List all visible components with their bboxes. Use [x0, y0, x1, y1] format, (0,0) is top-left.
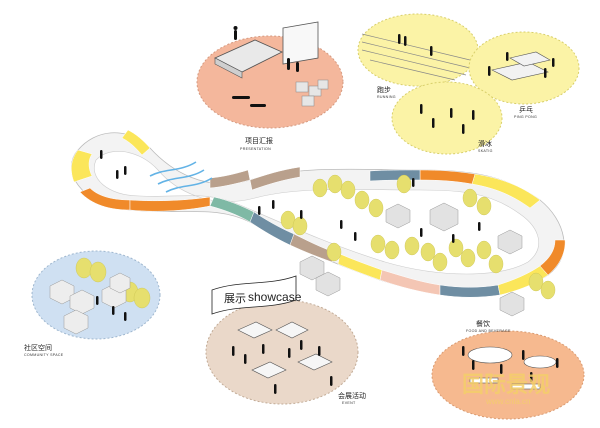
- pingpong-zone: 乒乓 PING PONG: [468, 31, 580, 119]
- skating-label-cn: 滑冰: [478, 139, 492, 148]
- food-figures: [462, 346, 559, 382]
- central-trees: [280, 174, 556, 300]
- community-label-cn: 社区空间: [24, 343, 52, 352]
- showcase-sign-en: showcase: [248, 290, 302, 304]
- pingpong-label-en: PING PONG: [514, 115, 537, 119]
- event-tables: [237, 321, 333, 379]
- skating-zone: 滑冰 SKATIG: [391, 81, 503, 155]
- watermark: 国际景观 www.cnla.cn: [462, 373, 550, 406]
- event-label-cn: 会展活动: [338, 391, 366, 400]
- watermark-text: 国际景观: [462, 373, 550, 398]
- watermark-url: www.cnla.cn: [485, 397, 530, 406]
- track-segments: [71, 129, 566, 298]
- running-zone: 跑步 RUNNING: [357, 13, 479, 99]
- showcase-sign-cn: 展示: [224, 292, 246, 305]
- food-label-en: FOOD AND BEVERAGE: [466, 329, 511, 333]
- event-zone: 展示 showcase 会展活动 EVENT: [205, 275, 366, 405]
- event-ellipse: [205, 299, 359, 405]
- running-ellipse: [357, 13, 479, 87]
- food-zone: 餐饮 FOOD AND BEVERAGE: [431, 319, 585, 420]
- community-zone: 社区空间 COMMUNITY SPACE: [24, 250, 161, 357]
- flow-arrows: [149, 161, 213, 193]
- presentation-figures: [232, 26, 299, 107]
- showcase-banner: [211, 275, 297, 315]
- running-track-lines: [361, 33, 471, 81]
- presentation-screen: [282, 21, 319, 65]
- community-label-en: COMMUNITY SPACE: [24, 353, 64, 357]
- running-label-cn: 跑步: [377, 85, 391, 94]
- event-label-en: EVENT: [342, 401, 356, 405]
- skating-ellipse: [391, 81, 503, 155]
- food-label-cn: 餐饮: [476, 319, 490, 328]
- skating-label-en: SKATIG: [478, 149, 493, 153]
- presentation-label-en: PRESENTATION: [240, 147, 271, 151]
- central-boxes: [299, 202, 525, 317]
- pingpong-label-cn: 乒乓: [519, 105, 533, 114]
- food-tables: [467, 346, 557, 390]
- running-label-en: RUNNING: [377, 95, 396, 99]
- pingpong-tables: [491, 51, 551, 81]
- presentation-label-cn: 项目汇报: [245, 136, 273, 145]
- presentation-zone: 项目汇报 PRESENTATION: [196, 21, 344, 151]
- presentation-boxes: [295, 79, 329, 107]
- running-figures: [398, 34, 433, 56]
- pingpong-figures: [488, 52, 555, 78]
- central-figures: [100, 150, 481, 243]
- skating-figures: [420, 104, 475, 134]
- community-figures: [96, 296, 127, 321]
- community-boxes: [49, 272, 131, 335]
- event-figures: [232, 340, 333, 394]
